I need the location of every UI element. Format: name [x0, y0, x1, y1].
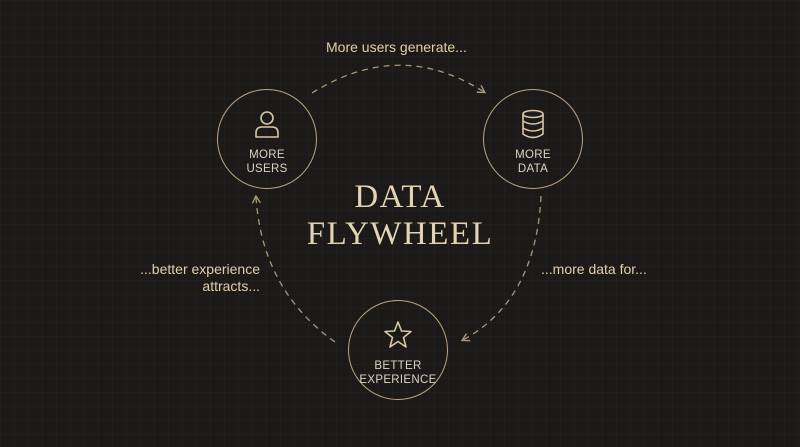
star-icon: [383, 319, 413, 351]
edge-label-data-to-experience: ...more data for...: [541, 261, 647, 278]
edge-label-text-line-1: ...better experience: [140, 261, 260, 277]
diagram-title-line-1: DATA: [354, 179, 446, 215]
edge-label-experience-to-users: ...better experience attracts...: [140, 261, 260, 295]
node-label-line-2: DATA: [517, 163, 549, 175]
node-label-line-1: BETTER: [374, 360, 422, 372]
arrow-users-to-data: [311, 64, 487, 94]
node-more-users: MORE USERS: [217, 89, 317, 189]
edge-label-text: ...more data for...: [541, 261, 647, 277]
node-more-data: MORE DATA: [483, 89, 583, 189]
node-better-experience: BETTER EXPERIENCE: [348, 300, 448, 400]
node-label: MORE DATA: [515, 148, 551, 176]
user-icon: [252, 108, 282, 140]
node-label: BETTER EXPERIENCE: [359, 359, 436, 387]
node-label-line-2: EXPERIENCE: [359, 374, 437, 386]
node-label: MORE USERS: [246, 148, 287, 176]
node-label-line-1: MORE: [515, 149, 551, 161]
database-icon: [518, 108, 548, 140]
diagram-title-line-2: FLYWHEEL: [306, 216, 494, 252]
node-label-line-2: USERS: [246, 163, 288, 175]
edge-label-text-line-2: attracts...: [202, 278, 260, 294]
edge-label-users-to-data: More users generate...: [326, 39, 467, 56]
edge-label-text: More users generate...: [326, 39, 467, 55]
node-label-line-1: MORE: [249, 149, 285, 161]
